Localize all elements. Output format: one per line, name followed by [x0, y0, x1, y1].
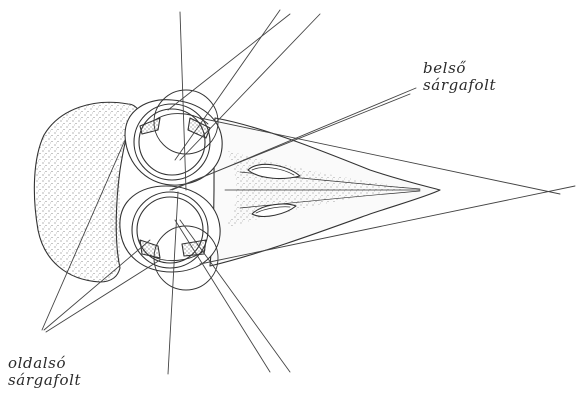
upper-eye	[125, 100, 222, 185]
lower-eye	[120, 186, 220, 272]
label-inner-fovea-line1: belső	[423, 60, 496, 77]
cranium-outline	[34, 102, 140, 282]
label-lateral-fovea: oldalsó sárgafolt	[8, 355, 81, 389]
label-lateral-fovea-line1: oldalsó	[8, 355, 81, 372]
label-inner-fovea: belső sárgafolt	[423, 60, 496, 94]
label-inner-fovea-line2: sárgafolt	[423, 77, 496, 94]
label-lateral-fovea-line2: sárgafolt	[8, 372, 81, 389]
